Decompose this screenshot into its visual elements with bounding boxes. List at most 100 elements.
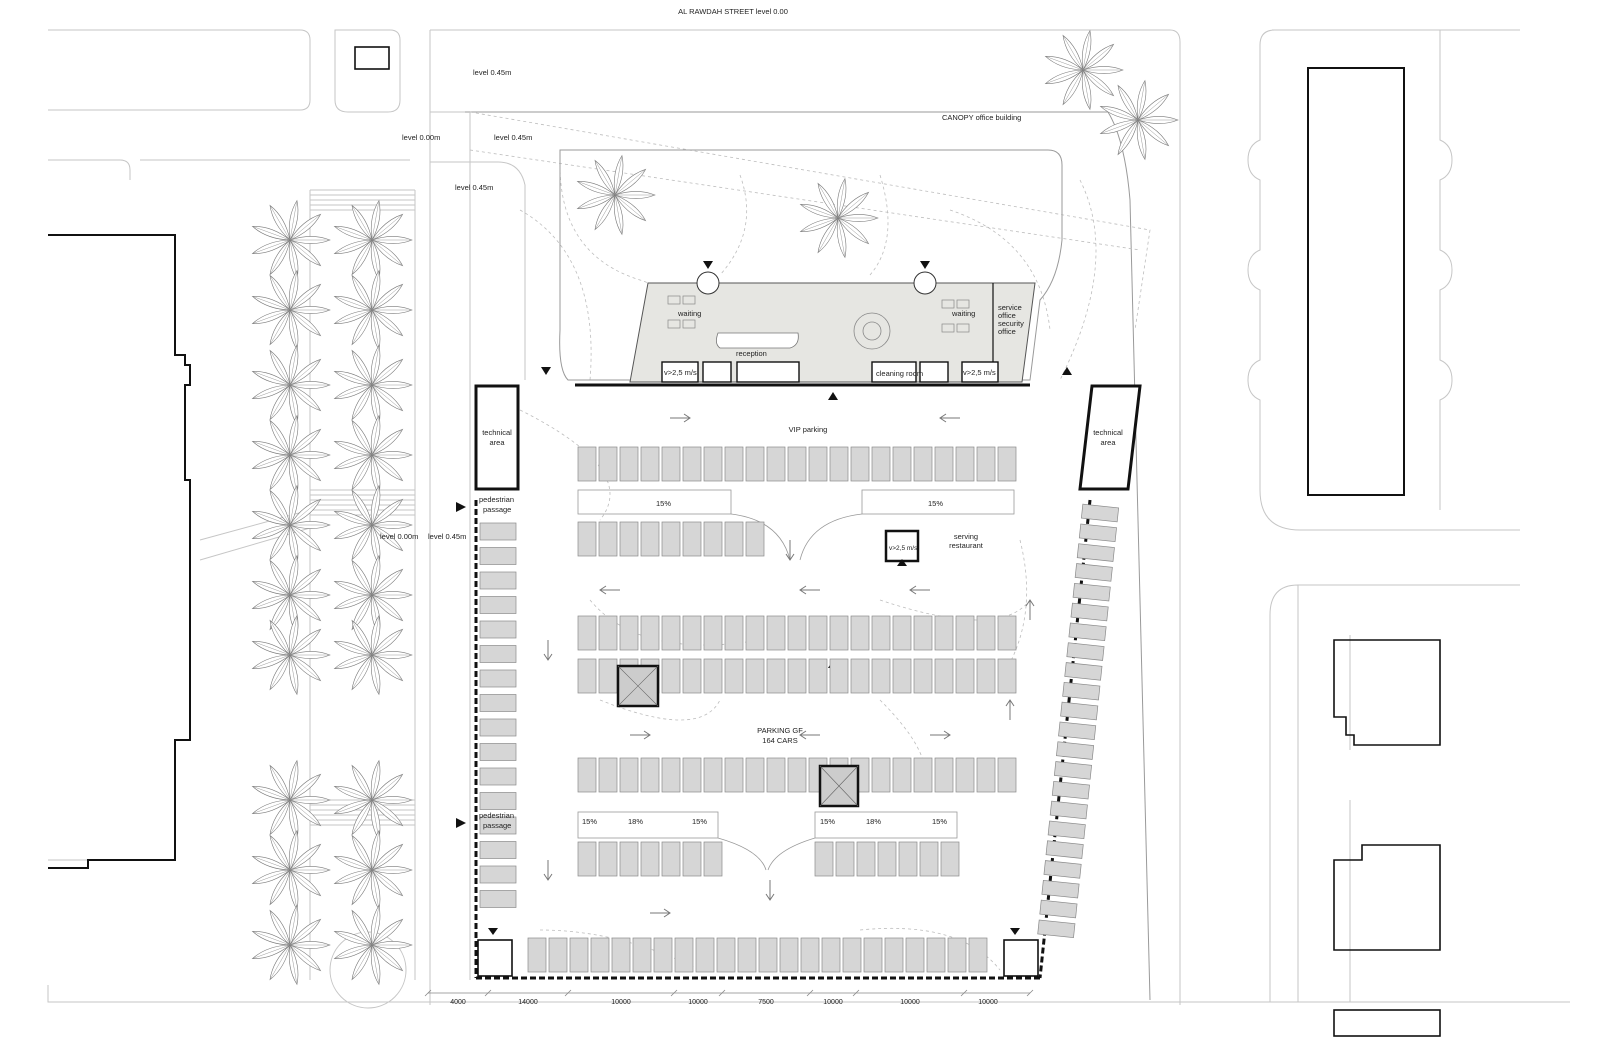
technical-right-1: technical [1093,428,1123,437]
parking-stall [905,937,925,973]
parking-stall [724,757,744,793]
parking-stall [577,446,597,482]
service-line-4: office [998,327,1016,336]
dimension-3: 10000 [611,999,631,1006]
ramp-upper-left: 15% [656,499,671,508]
parking-stall [703,521,723,557]
parking-stall [695,937,715,973]
parking-stall [766,757,786,793]
parking-stall [682,757,702,793]
parking-stall [682,841,702,877]
parking-stall [1037,919,1076,939]
dimension-5: 7500 [758,999,774,1006]
palm-tree-icon [251,904,331,986]
parking-stall [766,615,786,651]
ramp-lower-6: 15% [932,817,947,826]
parking-stall [850,446,870,482]
palm-tree-icon [251,199,331,281]
parking-stall [703,757,723,793]
labels: AL RAWDAH STREET level 0.00 level 0.45m … [380,7,1123,830]
parking-stall [619,757,639,793]
level-north-lower: level 0.45m [455,183,493,192]
parking-stall [640,757,660,793]
palm-tree-icon [251,614,331,696]
parking-stall [479,767,517,786]
parking-stall [619,841,639,877]
parking-stall [577,615,597,651]
dimension-6: 10000 [823,999,843,1006]
lobby [629,261,1036,383]
parking-stall [661,658,681,694]
parking-stall [863,937,883,973]
level-north-left-045: level 0.45m [494,133,532,142]
parking-stall [724,615,744,651]
parking-stall [479,571,517,590]
technical-right-2: area [1100,438,1116,447]
parking-stall [479,718,517,737]
parking-stall [640,841,660,877]
palm-tree-icon [1044,29,1124,111]
parking-stall [955,757,975,793]
parking-stall [808,615,828,651]
ramp-lower-5: 18% [866,817,881,826]
parking-stall [703,841,723,877]
parking-stall [934,446,954,482]
parking-stall [976,658,996,694]
parking-stall [661,615,681,651]
parking-stall [1064,662,1103,681]
parking-stall [1066,642,1105,661]
parking-stall [814,841,834,877]
serving-lift-label: v>2,5 m/s [889,545,918,552]
palm-tree-icon [576,154,656,236]
parking-stall [871,757,891,793]
parking-stall [640,521,660,557]
parking-capacity: 164 CARS [762,736,797,745]
parking-stall [724,658,744,694]
parking-stall [598,615,618,651]
parking-stall [997,658,1017,694]
ramp-lower-2: 18% [628,817,643,826]
parking-stall [808,658,828,694]
parking-stall [997,446,1017,482]
street-title: AL RAWDAH STREET level 0.00 [678,7,788,16]
parking-stall [479,547,517,565]
parking-stall [479,694,517,712]
parking-stall [724,446,744,482]
canopy-label: CANOPY office building [942,113,1021,122]
parking-stall [913,757,933,793]
reception-label: reception [736,349,767,358]
parking-stall [577,841,597,877]
palm-tree-icon [333,904,413,986]
parking-stall [598,521,618,557]
parking-stall [661,757,681,793]
parking-stall [1076,543,1115,562]
palm-tree-icon [333,829,413,911]
parking-stall [829,446,849,482]
dimension-7: 10000 [900,999,920,1006]
parking-stall [1060,701,1099,721]
parking-stall [479,522,517,541]
canopy-outline [559,149,1063,381]
parking-stall [640,446,660,482]
parking-stall [913,615,933,651]
level-north-left-000: level 0.00m [402,133,440,142]
palm-tree-icon [333,344,413,426]
palm-tree-icon [333,614,413,696]
waiting-left-label: waiting [677,309,701,318]
dimension-1: 4000 [450,999,466,1006]
parking-stall [479,620,517,639]
dimension-8: 10000 [978,999,998,1006]
parking-stall [737,937,757,973]
technical-left-2: area [489,438,505,447]
parking-stall [619,615,639,651]
palm-tree-icon [333,759,413,841]
parking-stall [682,615,702,651]
parking-stall [800,937,820,973]
parking-stall [703,658,723,694]
parking-stall [682,446,702,482]
level-west-045: level 0.45m [428,532,466,541]
parking-stall [947,937,967,973]
ramp-lower-1: 15% [582,817,597,826]
parking-stall [653,937,673,973]
